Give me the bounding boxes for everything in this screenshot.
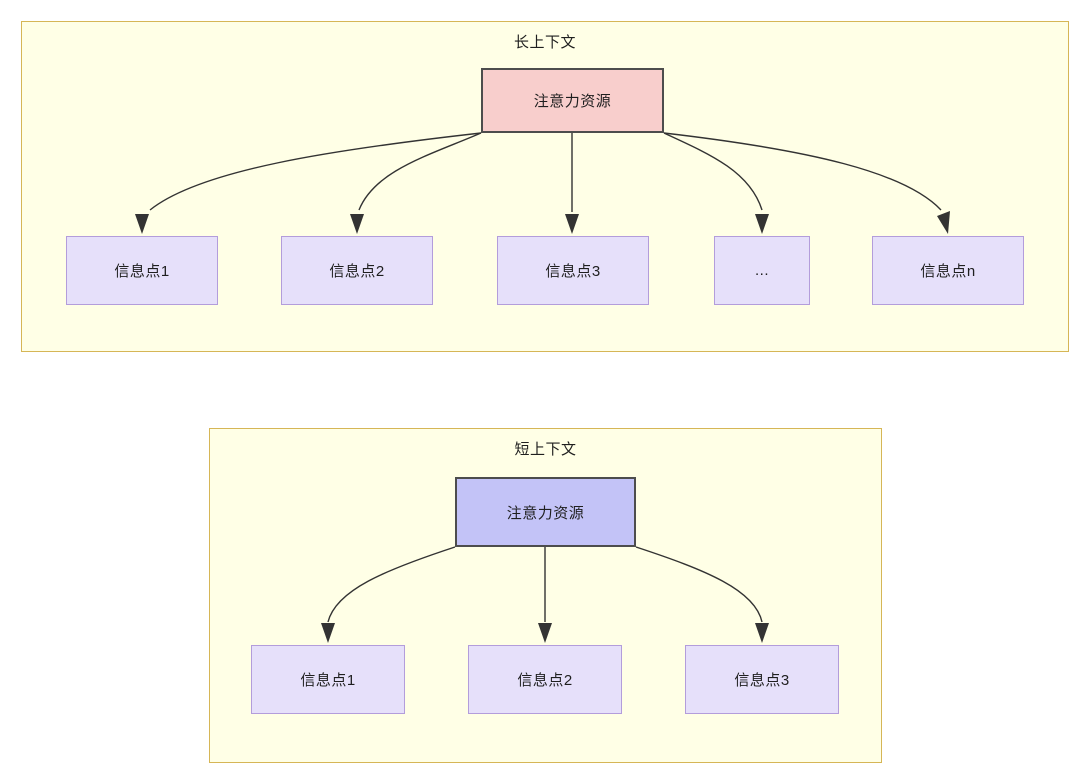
node-info-point-1-short[interactable]: 信息点1 bbox=[251, 645, 405, 714]
node-info-point-2-short[interactable]: 信息点2 bbox=[468, 645, 622, 714]
node-info-point-2-long[interactable]: 信息点2 bbox=[281, 236, 433, 305]
node-info-point-3-long[interactable]: 信息点3 bbox=[497, 236, 649, 305]
node-info-point-n-long[interactable]: 信息点n bbox=[872, 236, 1024, 305]
panel-long-context-title: 长上下文 bbox=[513, 34, 576, 51]
node-attention-resource-short[interactable]: 注意力资源 bbox=[455, 477, 636, 547]
node-attention-resource-long[interactable]: 注意力资源 bbox=[481, 68, 664, 133]
node-info-point-ellipsis-long[interactable]: ... bbox=[714, 236, 810, 305]
node-info-point-1-long[interactable]: 信息点1 bbox=[66, 236, 218, 305]
node-info-point-3-short[interactable]: 信息点3 bbox=[685, 645, 839, 714]
panel-short-context-title: 短上下文 bbox=[514, 441, 577, 458]
